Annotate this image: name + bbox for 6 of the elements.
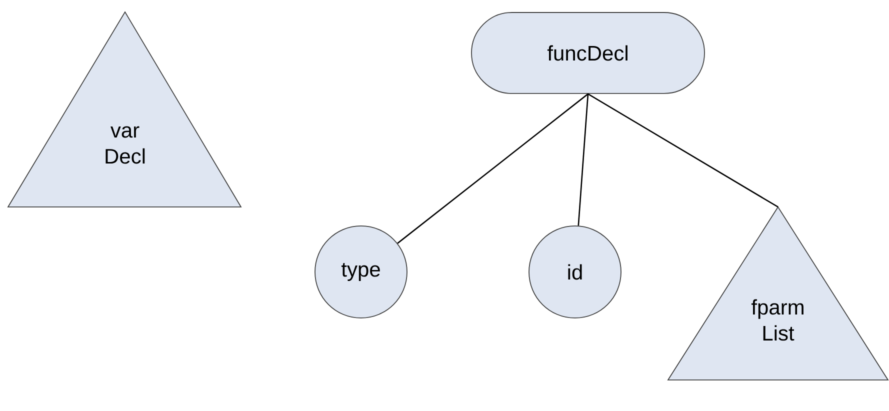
stadium-node: funcDecl (471, 12, 705, 94)
connector-line (397, 93, 588, 244)
circle-node: id (528, 226, 622, 318)
circle-node: type (314, 226, 408, 318)
connector-line (588, 93, 778, 208)
connector-line (578, 94, 589, 226)
